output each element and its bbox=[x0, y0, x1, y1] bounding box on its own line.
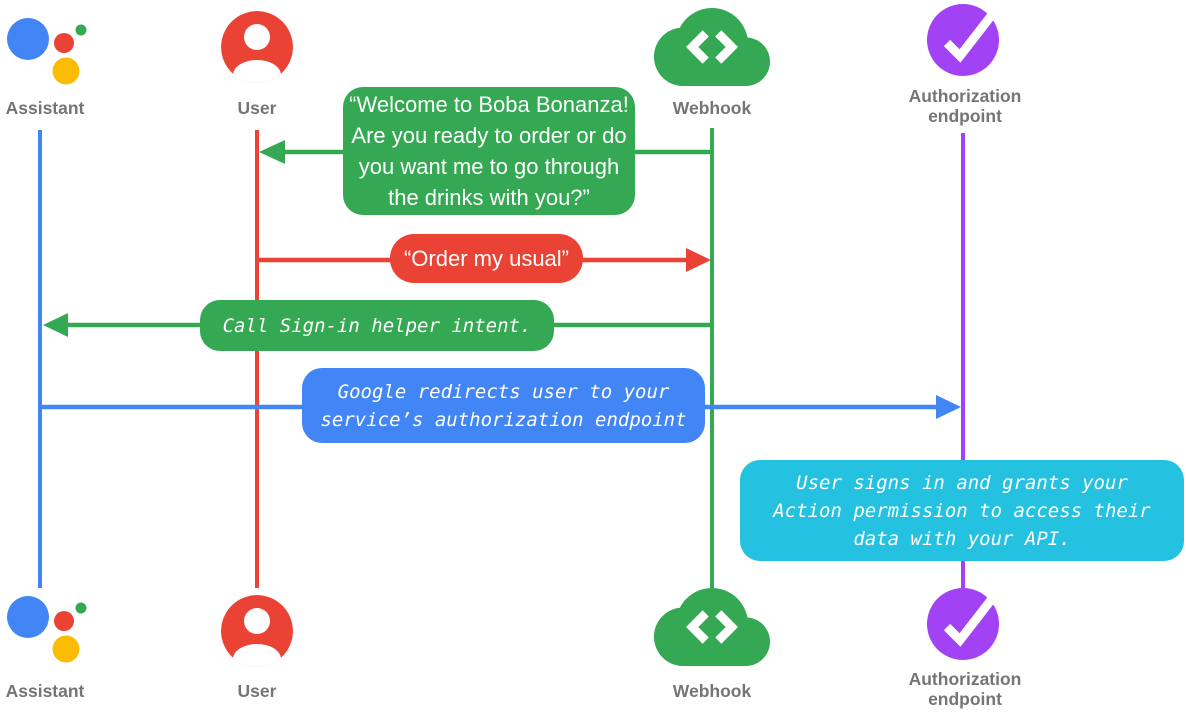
message-welcome: “Welcome to Boba Bonanza! Are you ready … bbox=[343, 87, 635, 215]
message-line: service’s authorization endpoint bbox=[320, 408, 687, 431]
assistant-green-dot bbox=[75, 24, 87, 36]
cloud-shape bbox=[654, 8, 770, 86]
actor-label-user: User bbox=[237, 98, 277, 118]
actor-label-authorization-endpoint: Authorization endpoint bbox=[908, 86, 1022, 126]
google-assistant-icon bbox=[7, 18, 87, 85]
actor-label-user: User bbox=[237, 681, 277, 701]
message-sign-in-helper: Call Sign-in helper intent. bbox=[200, 300, 554, 351]
message-line: Google redirects user to your bbox=[337, 380, 670, 403]
assistant-yellow-circle bbox=[52, 635, 80, 663]
message-line: User signs in and grants your bbox=[796, 471, 1128, 494]
message-redirect-to-auth: Google redirects user to your service’s … bbox=[302, 368, 705, 443]
cloud-shape bbox=[654, 588, 770, 666]
code-bracket-left bbox=[686, 610, 709, 644]
code-bracket-right bbox=[715, 610, 738, 644]
cloud-code-icon bbox=[654, 588, 770, 666]
message-line: Action permission to access their bbox=[773, 499, 1151, 522]
message-line: Are you ready to order or do bbox=[351, 123, 627, 148]
check-mark bbox=[943, 13, 995, 63]
actor-label-assistant: Assistant bbox=[5, 98, 85, 118]
welcome-arrowhead-left bbox=[259, 140, 285, 164]
google-assistant-icon bbox=[7, 596, 87, 663]
assistant-red-circle bbox=[54, 611, 74, 631]
person-icon bbox=[221, 11, 293, 83]
actor-label-authorization-endpoint: Authorization endpoint bbox=[908, 669, 1022, 709]
message-line: “Welcome to Boba Bonanza! bbox=[349, 92, 629, 117]
message-order-my-usual: “Order my usual” bbox=[390, 234, 583, 283]
message-line: data with your API. bbox=[853, 527, 1071, 550]
assistant-yellow-circle bbox=[52, 57, 80, 85]
assistant-red-circle bbox=[54, 33, 74, 53]
actor-label-webhook: Webhook bbox=[672, 98, 752, 118]
message-line: you want me to go through bbox=[358, 154, 620, 179]
cloud-code-icon bbox=[654, 8, 770, 86]
assistant-green-dot bbox=[75, 602, 87, 614]
person-head bbox=[244, 24, 270, 50]
check-circle-icon bbox=[927, 588, 999, 660]
check-circle-icon bbox=[927, 4, 999, 76]
order-arrowhead-right bbox=[686, 248, 711, 272]
message-line: the drinks with you?” bbox=[388, 185, 590, 210]
note-user-signs-in: User signs in and grants your Action per… bbox=[740, 460, 1184, 561]
assistant-blue-circle bbox=[7, 18, 49, 60]
actor-label-assistant: Assistant bbox=[5, 681, 85, 701]
person-icon bbox=[221, 595, 293, 667]
message-line: “Order my usual” bbox=[403, 246, 570, 271]
signin-arrowhead-left bbox=[43, 313, 68, 337]
assistant-blue-circle bbox=[7, 596, 49, 638]
redirect-arrowhead-right bbox=[936, 395, 961, 419]
actor-label-webhook: Webhook bbox=[672, 681, 752, 701]
message-line: Call Sign-in helper intent. bbox=[222, 314, 532, 337]
person-head bbox=[244, 608, 270, 634]
check-mark bbox=[943, 597, 995, 647]
code-bracket-left bbox=[686, 30, 709, 64]
code-bracket-right bbox=[715, 30, 738, 64]
